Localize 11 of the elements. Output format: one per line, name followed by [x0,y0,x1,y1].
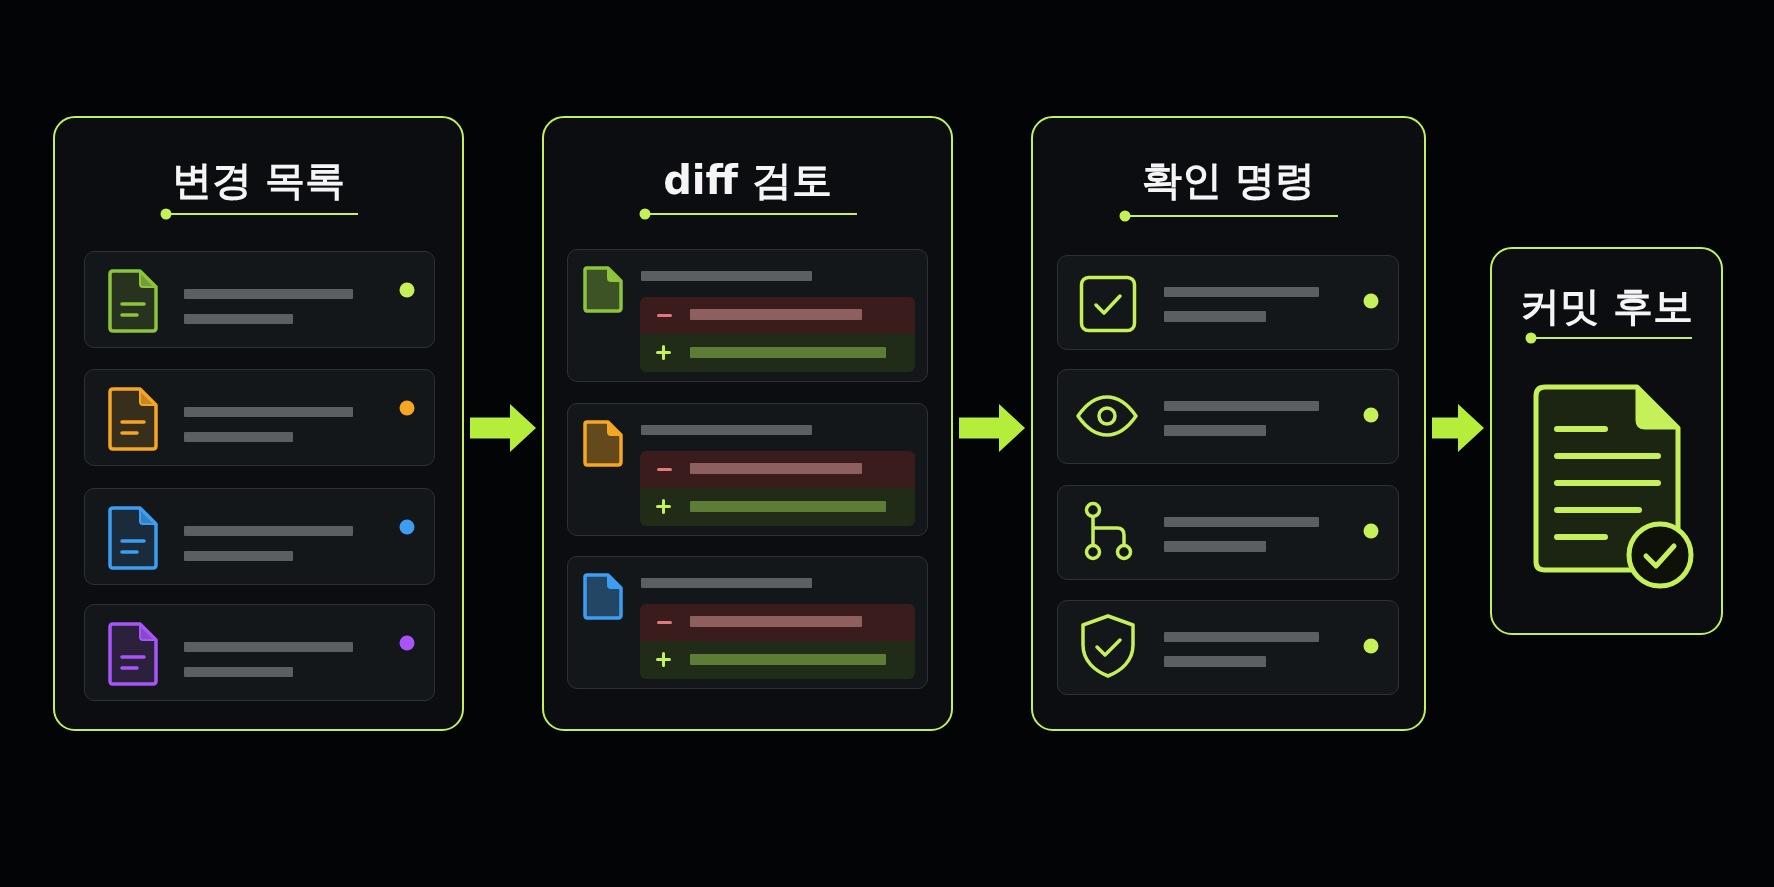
arrow [470,404,536,452]
panel-title: 변경 목록 [171,155,346,204]
arrow [1432,404,1484,452]
step-panel [53,116,464,731]
panel-title: diff 검토 [663,155,832,204]
panel-title: 커밋 후보 [1519,281,1694,330]
panel-title: 확인 명령 [1141,155,1316,204]
arrow [959,404,1025,452]
step-panel [1031,116,1426,731]
step-panel [1490,247,1723,635]
step-panel [542,116,953,731]
